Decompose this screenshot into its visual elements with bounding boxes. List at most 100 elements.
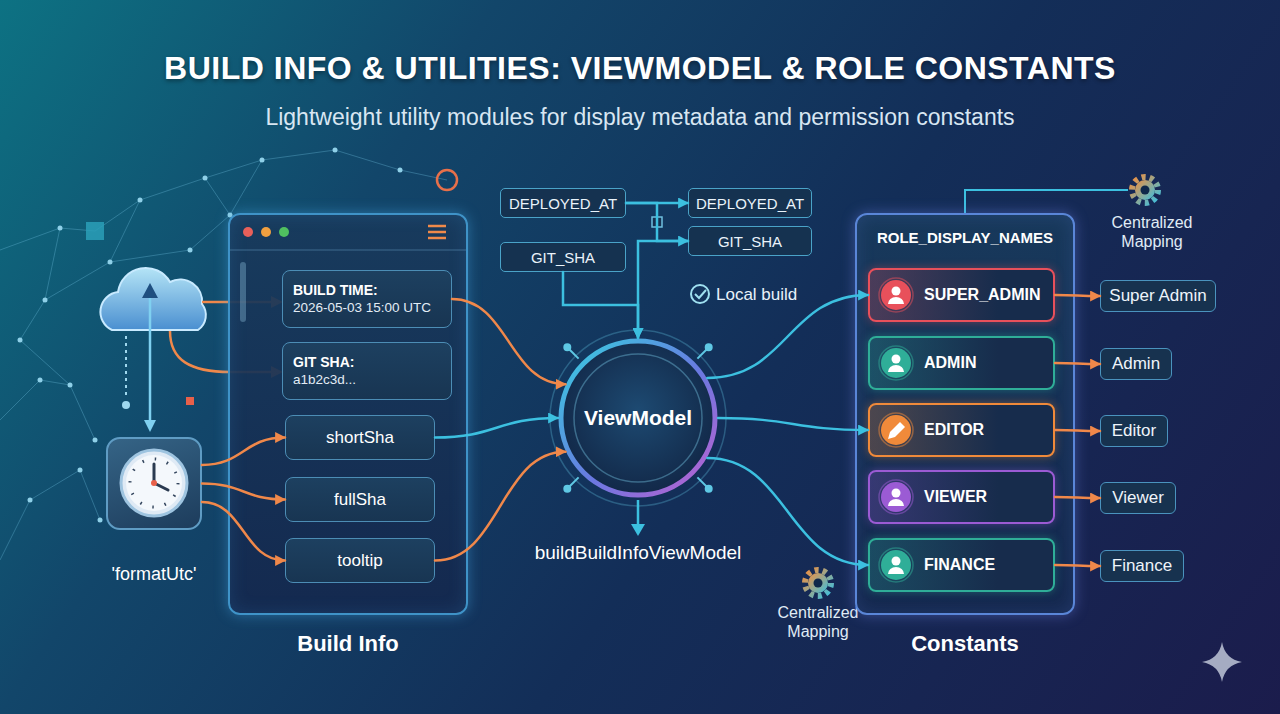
cloud-icon [142, 283, 158, 298]
flow-connector [1055, 497, 1100, 498]
network-dots [78, 468, 83, 473]
node-label: ROLE_DISPLAY_NAMES [857, 229, 1073, 246]
node-label: Build Info [297, 631, 398, 657]
flow-connector [202, 438, 285, 465]
window-chrome [261, 227, 271, 237]
flow-connector [707, 458, 868, 565]
cloud-icon [122, 401, 130, 409]
output-arrow [637, 500, 640, 527]
clock-face [153, 464, 156, 483]
role-icons [879, 346, 913, 380]
role-icons [881, 482, 911, 512]
cloud-icon [144, 420, 156, 432]
viewmodel-rays [706, 486, 712, 492]
node-label: DEPLOYED_AT [696, 195, 804, 212]
flow-connector [1055, 430, 1100, 431]
role-icons [881, 415, 911, 445]
role-icons [879, 278, 913, 582]
role-icons [892, 355, 901, 364]
role-icons [879, 548, 913, 582]
viewmodel-rays [564, 486, 570, 492]
flow-connector [452, 299, 565, 384]
role-box: VIEWER [868, 470, 1055, 524]
network-dots [203, 176, 208, 181]
cloud-icon [100, 268, 205, 330]
junction-mark [652, 217, 662, 227]
network-dots [333, 148, 338, 153]
role-box: SUPER_ADMIN [868, 268, 1055, 322]
network-dots [18, 338, 23, 343]
gear-icon [805, 570, 831, 596]
node-label: Constants [911, 631, 1019, 657]
node-label: a1b2c3d... [293, 371, 441, 389]
field-box: GIT SHA:a1b2c3d... [282, 342, 452, 400]
sparkle-mark [1202, 642, 1242, 682]
clock-face [151, 480, 157, 486]
accent-shapes [437, 170, 457, 190]
node-label: Super Admin [1109, 286, 1206, 306]
window-chrome [428, 231, 446, 234]
role-icons [881, 280, 911, 310]
role-icons [888, 422, 905, 439]
field-box: shortSha [285, 415, 435, 460]
node-label: GIT_SHA [531, 249, 595, 266]
env-var-box: DEPLOYED_AT [688, 188, 812, 218]
cloud-icon [125, 336, 127, 398]
gear-icon [1132, 177, 1158, 203]
role-box: EDITOR [868, 403, 1055, 457]
role-icons [892, 489, 901, 498]
gear-icon [1141, 186, 1150, 195]
node-label: Viewer [1112, 488, 1164, 508]
env-var-box: GIT_SHA [688, 226, 812, 256]
node-label: Finance [1112, 556, 1172, 576]
viewmodel-rays [550, 330, 726, 506]
viewmodel-circle: ViewModelbuildBuildInfoViewModel [558, 338, 718, 498]
role-icons [888, 297, 904, 304]
clock-face [126, 455, 182, 511]
viewmodel-rays [697, 349, 707, 359]
role-icons [879, 480, 913, 514]
node-label: tooltip [337, 551, 382, 571]
network-dots [28, 498, 33, 503]
circle-outline [561, 341, 715, 495]
node-label: buildBuildInfoViewModel [535, 542, 742, 564]
role-icons [888, 365, 904, 372]
junction-mark [652, 217, 662, 227]
display-name-box: Editor [1100, 415, 1168, 447]
network-dots [108, 260, 113, 265]
network-dots [68, 383, 73, 388]
env-var-box: DEPLOYED_AT [500, 188, 626, 218]
node-label: DEPLOYED_AT [509, 195, 617, 212]
window-chrome [279, 227, 289, 237]
role-box: FINANCE [868, 538, 1055, 592]
window-chrome [230, 250, 466, 251]
display-name-box: Viewer [1100, 482, 1176, 514]
display-name-box: Finance [1100, 550, 1184, 582]
cloud-icon [100, 268, 205, 432]
display-name-box: Super Admin [1100, 280, 1216, 312]
network-dots [260, 158, 265, 163]
node-label: SUPER_ADMIN [924, 286, 1040, 304]
display-name-box: Admin [1100, 348, 1172, 380]
node-label: fullSha [334, 490, 386, 510]
check-icon [695, 290, 706, 298]
clock-box: 'formatUtc' [106, 437, 202, 530]
flow-connector [626, 202, 688, 205]
viewmodel-rays [550, 330, 726, 506]
role-icons [888, 567, 904, 574]
viewmodel-rays [697, 477, 707, 487]
network-dots [398, 168, 403, 173]
flow-connector [435, 452, 565, 561]
node-label: BUILD TIME: [293, 281, 441, 299]
role-icons [881, 348, 911, 378]
check-icon [691, 285, 709, 303]
network-dots [38, 378, 43, 383]
window-chrome [428, 225, 446, 228]
mapping-leader [965, 190, 1128, 213]
node-label: Editor [1112, 421, 1156, 441]
flow-connector [1055, 363, 1100, 364]
window-panel: BUILD TIME:2026-05-03 15:00 UTCGIT SHA:a… [228, 213, 468, 615]
field-box: fullSha [285, 477, 435, 522]
role-icons [879, 413, 913, 447]
